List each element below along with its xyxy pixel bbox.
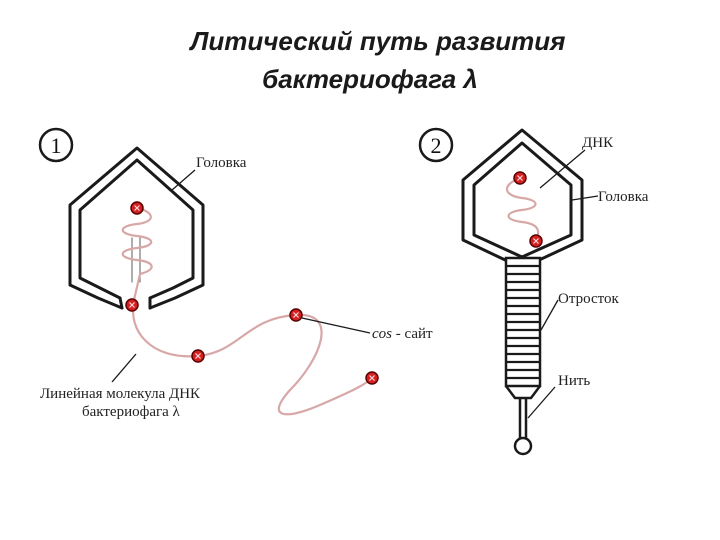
panel-2-packed-dna bbox=[506, 176, 540, 241]
panel-1-packed-dna bbox=[121, 206, 153, 301]
panel-1-head-leader bbox=[171, 169, 196, 191]
panel-1-head-label: Головка bbox=[196, 155, 247, 171]
panel-1-capsid bbox=[68, 146, 205, 310]
panel-2: 2 bbox=[418, 127, 649, 456]
panel-2-number-badge: 2 bbox=[418, 127, 454, 163]
cos-rest: - сайт bbox=[392, 326, 433, 342]
panel-2-tail-leader bbox=[540, 299, 559, 331]
title-line-1: Литический путь развития bbox=[190, 26, 566, 56]
panel-2-fiber-label: Нить bbox=[558, 373, 590, 389]
panel-1-number-badge: 1 bbox=[38, 127, 74, 163]
panel-2-dna-leader bbox=[539, 149, 586, 189]
panel-2-capsid bbox=[461, 128, 584, 270]
panel-1-dna-label-line1: Линейная молекула ДНК bbox=[40, 386, 201, 402]
panel-1-marker-cos bbox=[289, 308, 303, 322]
panel-2-marker-top bbox=[513, 171, 527, 185]
panel-1-linear-dna bbox=[131, 301, 373, 416]
panel-1-cos-label: cos - сайт bbox=[372, 326, 433, 342]
panel-2-tail-fiber bbox=[513, 398, 533, 456]
panel-2-head-label: Головка bbox=[598, 189, 649, 205]
panel-2-head-leader bbox=[571, 195, 599, 201]
panel-1-marker-top bbox=[130, 201, 144, 215]
title-line-2: бактериофага λ bbox=[262, 64, 478, 94]
panel-2-dna-label: ДНК bbox=[582, 135, 614, 151]
panel-1-marker-tail bbox=[365, 371, 379, 385]
panel-1: 1 Головка cos - сайт Линейная молекула Д… bbox=[38, 127, 433, 420]
panel-2-marker-bottom bbox=[529, 234, 543, 248]
panel-2-fiber-leader bbox=[527, 386, 556, 419]
panel-1-dna-leader bbox=[111, 353, 137, 383]
panel-1-number: 1 bbox=[51, 133, 62, 158]
panel-1-marker-end bbox=[125, 298, 139, 312]
panel-1-marker-mid bbox=[191, 349, 205, 363]
panel-1-dna-label-line2: бактериофага λ bbox=[82, 404, 181, 420]
panel-2-number: 2 bbox=[431, 133, 442, 158]
cos-italic: cos bbox=[372, 326, 392, 342]
panel-2-tail bbox=[504, 256, 542, 400]
panel-2-tail-label: Отросток bbox=[558, 291, 619, 307]
panel-1-cos-leader bbox=[301, 317, 371, 334]
